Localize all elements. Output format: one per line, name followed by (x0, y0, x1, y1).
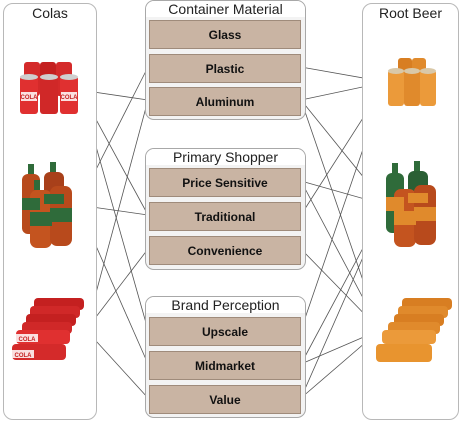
root-beer-bottles-icon (386, 161, 436, 247)
primary-shopper-title: Primary Shopper (146, 149, 305, 165)
attr-traditional: Traditional (149, 202, 301, 231)
svg-text:COLA: COLA (15, 353, 33, 359)
root-beer-title: Root Beer (378, 5, 443, 21)
cola-twelve-pack-icon: COLA COLA (12, 298, 84, 360)
brand-perception-group: Brand Perception Upscale Midmarket Value (145, 296, 306, 418)
cola-bottles-icon (22, 162, 72, 248)
container-material-title: Container Material (146, 1, 305, 17)
container-material-group: Container Material Glass Plastic Aluminu… (145, 0, 306, 120)
svg-text:COLA: COLA (21, 95, 39, 101)
attr-value: Value (149, 385, 301, 414)
svg-text:COLA: COLA (19, 337, 37, 343)
cola-six-pack-icon: COLA COLA (20, 62, 79, 114)
attr-aluminum: Aluminum (149, 87, 301, 116)
colas-title: Colas (32, 5, 68, 21)
primary-shopper-group: Primary Shopper Price Sensitive Traditio… (145, 148, 306, 270)
attr-midmarket: Midmarket (149, 351, 301, 380)
attr-upscale: Upscale (149, 317, 301, 346)
brand-perception-title: Brand Perception (146, 297, 305, 313)
svg-text:COLA: COLA (61, 95, 79, 101)
root-beer-twelve-pack-icon (376, 298, 452, 362)
attr-convenience: Convenience (149, 236, 301, 265)
attr-price-sensitive: Price Sensitive (149, 168, 301, 197)
attr-plastic: Plastic (149, 54, 301, 83)
attr-glass: Glass (149, 20, 301, 49)
root-beer-six-pack-icon (388, 58, 436, 106)
